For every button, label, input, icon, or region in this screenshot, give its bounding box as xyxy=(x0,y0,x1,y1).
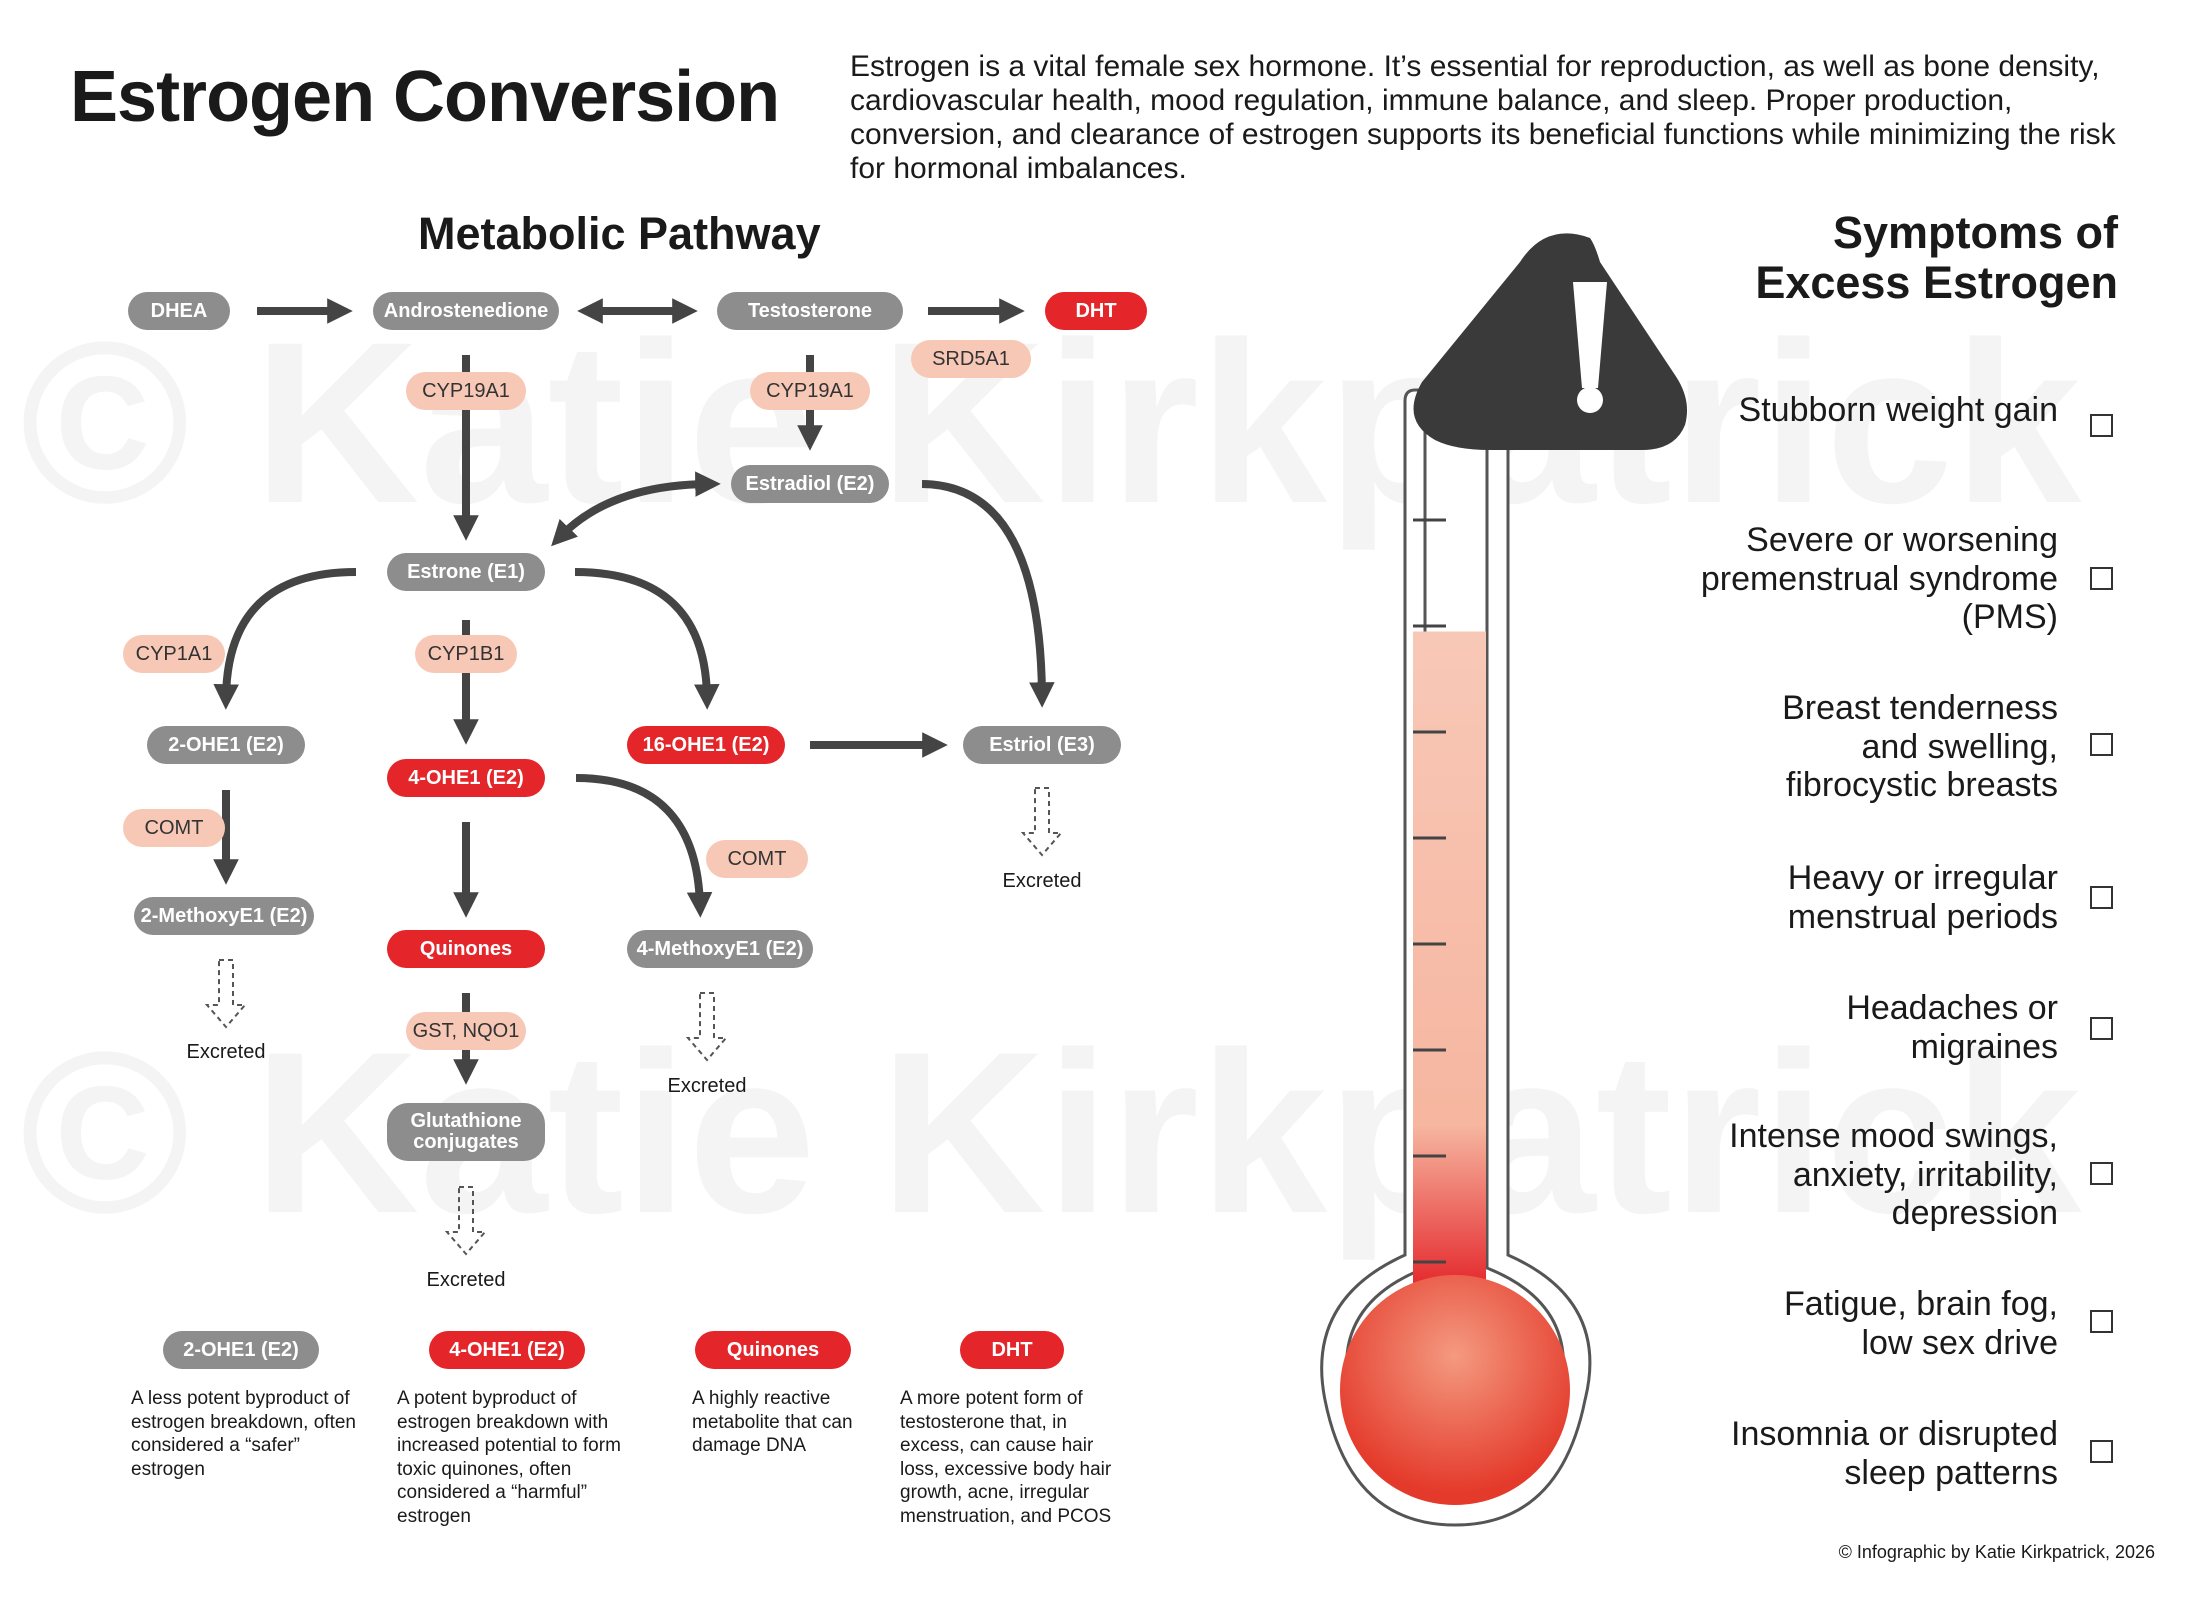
symptom-item: Stubborn weight gain xyxy=(1738,391,2058,429)
checkbox-icon[interactable] xyxy=(2090,1440,2113,1463)
node-testosterone: Testosterone xyxy=(717,292,903,330)
arrow xyxy=(921,480,1055,708)
thermometer-fill xyxy=(1413,631,1486,1290)
legend-badge: 4-OHE1 (E2) xyxy=(429,1331,585,1369)
symptom-item: Headaches or migraines xyxy=(1846,989,2058,1066)
excreted-arrow xyxy=(444,1186,488,1256)
checkbox-icon[interactable] xyxy=(2090,733,2113,756)
node-estradiol: Estradiol (E2) xyxy=(731,465,889,503)
arrow xyxy=(213,568,357,710)
checkbox-icon[interactable] xyxy=(2090,567,2113,590)
arrow xyxy=(575,774,713,918)
enzyme-comt: COMT xyxy=(706,840,808,878)
node-androstenedione: Androstenedione xyxy=(373,292,559,330)
copyright: © Infographic by Katie Kirkpatrick, 2026 xyxy=(1838,1542,2155,1562)
thermometer-bulb xyxy=(1340,1275,1570,1505)
enzyme-cyp1a1: CYP1A1 xyxy=(123,635,225,673)
node-4-methoxye1: 4-MethoxyE1 (E2) xyxy=(627,930,813,968)
node-estrone: Estrone (E1) xyxy=(387,553,545,591)
legend-description: A more potent form of testosterone that,… xyxy=(900,1388,1112,1527)
node-glutathione: Glutathione conjugates xyxy=(387,1103,545,1161)
legend-badge: Quinones xyxy=(695,1331,851,1369)
symptom-item: Fatigue, brain fog, low sex drive xyxy=(1783,1285,2058,1362)
excreted-arrow xyxy=(204,959,248,1029)
checkbox-icon[interactable] xyxy=(2090,886,2113,909)
thermometer xyxy=(1320,388,1592,1527)
symptom-item: Severe or worsening premenstrual syndrom… xyxy=(1700,521,2058,636)
legend-description: A potent byproduct of estrogen breakdown… xyxy=(397,1388,621,1527)
node-4-ohe1: 4-OHE1 (E2) xyxy=(387,759,545,797)
checkbox-icon[interactable] xyxy=(2090,1017,2113,1040)
enzyme-cyp19a1: CYP19A1 xyxy=(750,372,870,410)
node-2-methoxye1: 2-MethoxyE1 (E2) xyxy=(134,897,314,935)
excreted-arrow xyxy=(685,992,729,1062)
legend-badge: 2-OHE1 (E2) xyxy=(163,1331,319,1369)
enzyme-comt: COMT xyxy=(123,809,225,847)
symptom-item: Breast tenderness and swelling, fibrocys… xyxy=(1782,689,2058,804)
node-estriol: Estriol (E3) xyxy=(963,726,1121,764)
legend-description: A less potent byproduct of estrogen brea… xyxy=(131,1388,356,1480)
excreted-arrow xyxy=(1020,787,1064,857)
checkbox-icon[interactable] xyxy=(2090,414,2113,437)
enzyme-srd5a1: SRD5A1 xyxy=(911,340,1031,378)
warning-triangle-icon xyxy=(1413,233,1688,450)
node-quinones: Quinones xyxy=(387,930,545,968)
excreted-label: Excreted xyxy=(1002,870,1082,892)
pathway-title: Metabolic Pathway xyxy=(418,208,821,259)
symptom-item: Intense mood swings, anxiety, irritabili… xyxy=(1729,1117,2058,1232)
excreted-label: Excreted xyxy=(667,1075,747,1097)
enzyme-cyp1b1: CYP1B1 xyxy=(415,635,517,673)
enzyme-cyp19a1: CYP19A1 xyxy=(406,372,526,410)
node-dht: DHT xyxy=(1045,292,1147,330)
arrow xyxy=(574,568,720,710)
excreted-label: Excreted xyxy=(426,1269,506,1291)
legend-description: A highly reactive metabolite that can da… xyxy=(692,1388,853,1456)
node-16-ohe1: 16-OHE1 (E2) xyxy=(627,726,785,764)
symptoms-title: Symptoms of Excess Estrogen xyxy=(1755,207,2118,308)
symptom-item: Heavy or irregular menstrual periods xyxy=(1787,859,2058,936)
intro-text: Estrogen is a vital female sex hormone. … xyxy=(850,50,2116,185)
arrow xyxy=(551,471,721,547)
legend-badge: DHT xyxy=(960,1331,1064,1369)
excreted-label: Excreted xyxy=(186,1041,266,1063)
page-title: Estrogen Conversion xyxy=(70,57,780,137)
enzyme-gst-nqo1: GST, NQO1 xyxy=(406,1012,526,1050)
node-dhea: DHEA xyxy=(128,292,230,330)
symptom-item: Insomnia or disrupted sleep patterns xyxy=(1731,1415,2058,1492)
checkbox-icon[interactable] xyxy=(2090,1162,2113,1185)
checkbox-icon[interactable] xyxy=(2090,1310,2113,1333)
node-2-ohe1: 2-OHE1 (E2) xyxy=(147,726,305,764)
